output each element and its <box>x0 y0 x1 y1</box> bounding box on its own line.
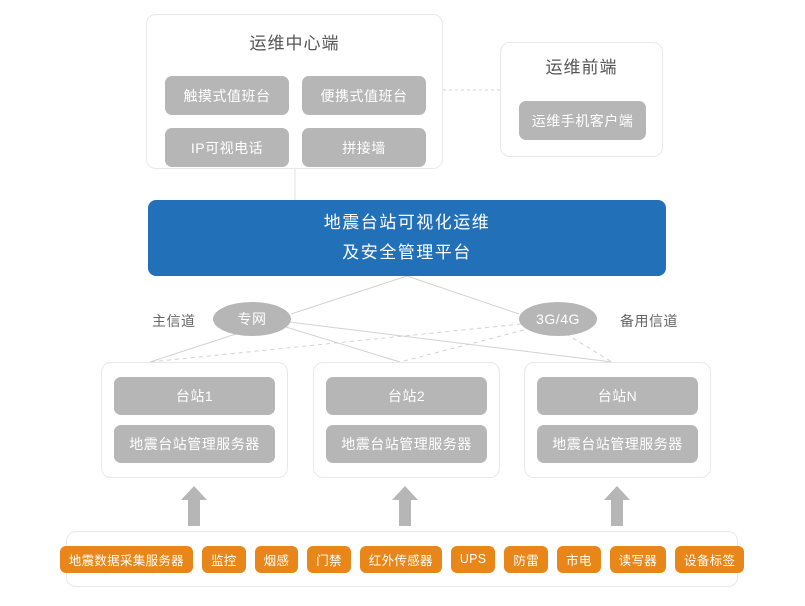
wire-platform-to-mobile <box>406 275 520 315</box>
channel-private-network[interactable]: 专网 <box>213 302 291 336</box>
station-panel-3: 台站N 地震台站管理服务器 <box>524 362 711 478</box>
wire-private-to-station2 <box>285 326 401 363</box>
device-tag-surveillance[interactable]: 监控 <box>201 545 246 573</box>
device-tag-smoke-sensor[interactable]: 烟感 <box>254 545 299 573</box>
device-tag-ups[interactable]: UPS <box>450 545 496 573</box>
ops-frontend-panel: 运维前端 运维手机客户端 <box>500 42 663 157</box>
ops-center-item-grid: 触摸式值班台 便携式值班台 IP可视电话 拼接墙 <box>165 76 426 167</box>
wire-private-to-station3 <box>288 321 613 363</box>
ops-center-item-portable-console[interactable]: 便携式值班台 <box>302 76 426 115</box>
device-tag-infrared-sensor[interactable]: 红外传感器 <box>359 545 442 573</box>
arrow-up-icon-station-1 <box>181 486 207 526</box>
device-tag-lightning-protection[interactable]: 防雷 <box>504 545 549 573</box>
device-tag-mains-power[interactable]: 市电 <box>557 545 601 573</box>
station-1-name[interactable]: 台站1 <box>114 377 275 415</box>
station-panel-1: 台站1 地震台站管理服务器 <box>101 362 288 478</box>
wire-mobile-to-station3 <box>565 333 613 363</box>
station-1-server[interactable]: 地震台站管理服务器 <box>114 425 275 463</box>
ops-center-item-video-wall[interactable]: 拼接墙 <box>302 128 426 167</box>
channel-3g-4g[interactable]: 3G/4G <box>519 302 597 336</box>
wire-platform-to-private <box>290 275 408 315</box>
platform-banner: 地震台站可视化运维 及安全管理平台 <box>148 200 666 276</box>
wire-mobile-to-station1 <box>149 323 522 363</box>
device-layer-panel: 地震数据采集服务器 监控 烟感 门禁 红外传感器 UPS 防雷 市电 读写器 设… <box>59 531 745 587</box>
ops-center-panel: 运维中心端 触摸式值班台 便携式值班台 IP可视电话 拼接墙 <box>146 14 443 169</box>
ops-frontend-title: 运维前端 <box>545 58 618 77</box>
station-2-server[interactable]: 地震台站管理服务器 <box>326 425 487 463</box>
ops-center-item-ip-video-phone[interactable]: IP可视电话 <box>165 128 289 167</box>
ops-center-title: 运维中心端 <box>249 34 340 53</box>
ops-frontend-item-mobile-client[interactable]: 运维手机客户端 <box>519 101 646 140</box>
ops-frontend-item-wrap: 运维手机客户端 <box>519 101 646 140</box>
station-panel-2: 台站2 地震台站管理服务器 <box>313 362 500 478</box>
device-tag-data-acquisition-server[interactable]: 地震数据采集服务器 <box>59 545 193 573</box>
arrow-up-icon-station-3 <box>604 486 630 526</box>
backup-channel-label: 备用信道 <box>620 313 678 329</box>
wire-private-to-station1 <box>149 332 240 363</box>
arrow-up-icon-station-2 <box>392 486 418 526</box>
main-channel-label: 主信道 <box>152 313 196 329</box>
device-tag-equipment-label[interactable]: 设备标签 <box>675 545 745 573</box>
station-3-server[interactable]: 地震台站管理服务器 <box>537 425 698 463</box>
ops-center-item-touch-console[interactable]: 触摸式值班台 <box>165 76 289 115</box>
station-2-name[interactable]: 台站2 <box>326 377 487 415</box>
device-tag-reader[interactable]: 读写器 <box>609 545 667 573</box>
wire-mobile-to-station2 <box>399 329 525 363</box>
station-3-name[interactable]: 台站N <box>537 377 698 415</box>
platform-title-line1: 地震台站可视化运维 <box>323 213 491 233</box>
platform-title-line2: 及安全管理平台 <box>342 243 472 262</box>
device-tag-access-control[interactable]: 门禁 <box>307 545 351 573</box>
